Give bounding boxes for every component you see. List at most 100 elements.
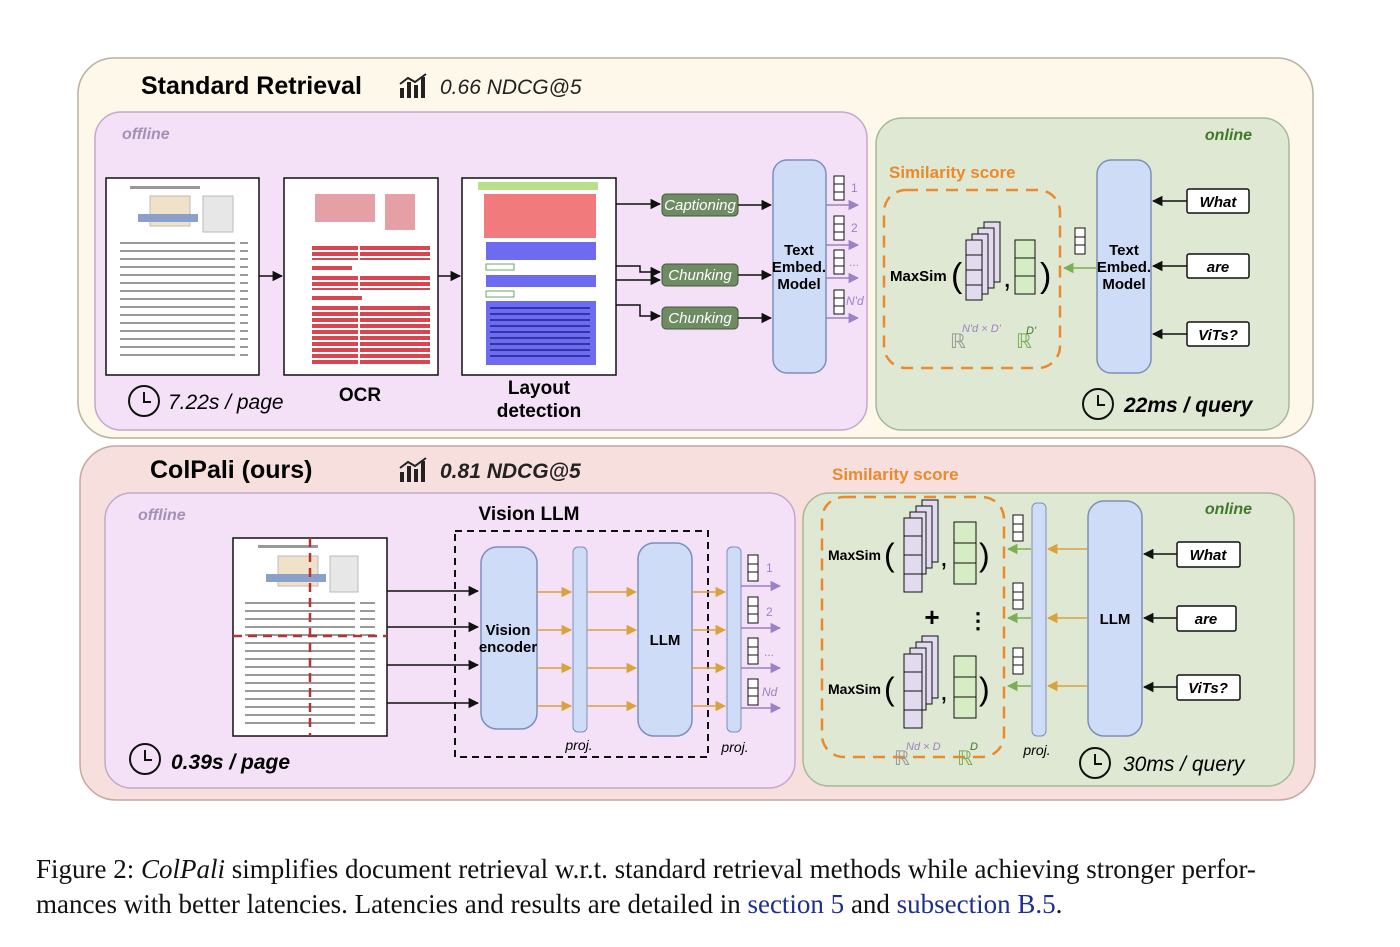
vision-llm-title: Vision LLM [479, 504, 580, 525]
caption-text-2: mances with better latencies. Latencies … [36, 889, 748, 919]
document-page [105, 177, 260, 376]
chunking-chip-2: Chunking [661, 306, 739, 330]
query-word-box: are [1176, 605, 1237, 632]
llm-query-label: LLM [1100, 611, 1131, 628]
plus-sign: + [924, 602, 939, 632]
standard-page-time: 7.22s / page [168, 391, 284, 414]
projection-layer [572, 546, 588, 733]
query-dim-label: D' [1026, 325, 1037, 337]
query-embedding [953, 655, 977, 719]
index-label: 2 [851, 221, 858, 235]
embedding-vector [747, 554, 759, 582]
section-5-link[interactable]: section 5 [747, 889, 845, 919]
index-label: 1 [851, 181, 858, 195]
proj-label: proj. [720, 739, 748, 755]
green-arrows [1006, 543, 1031, 692]
llm-label: LLM [650, 632, 681, 649]
comma: , [1003, 261, 1011, 294]
projection-layer [1031, 502, 1047, 737]
colpali-page-time: 0.39s / page [171, 751, 290, 774]
embed-online-label-1: Text [1109, 242, 1139, 259]
query-word-box: What [1176, 541, 1241, 568]
svg-text:ViTs?: ViTs? [1198, 327, 1238, 344]
embed-label-2: Embed. [772, 259, 826, 276]
document-embedding-stack [965, 221, 1001, 301]
vision-encoder-label-2: encoder [479, 639, 538, 656]
caption-prefix: Figure 2: [36, 854, 141, 884]
embedding-vector [747, 637, 759, 665]
text-embed-model-offline [772, 159, 827, 374]
svg-text:are: are [1207, 259, 1230, 276]
close-paren: ) [979, 537, 990, 573]
query-word-box: What [1186, 188, 1250, 214]
query-word-box: are [1186, 253, 1250, 279]
real-symbol: ℝ [1016, 331, 1032, 353]
svg-text:Chunking: Chunking [668, 310, 732, 327]
doc-dim-label: N'd × D' [962, 323, 1002, 335]
vision-encoder [480, 546, 538, 730]
embedding-vector [833, 175, 845, 201]
real-symbol: ℝ [894, 748, 910, 770]
comma: , [940, 675, 948, 706]
embed-online-label-2: Embed. [1097, 259, 1151, 276]
ocr-label: OCR [339, 385, 382, 406]
svg-text:What: What [1190, 547, 1228, 564]
embedding-vector [1012, 514, 1024, 542]
similarity-score-title: Similarity score [889, 163, 1016, 182]
maxsim-label: MaxSim [828, 547, 881, 563]
vertical-dots: ⋮ [967, 608, 989, 633]
llm-query-block [1087, 500, 1143, 737]
close-paren: ) [979, 671, 990, 707]
maxsim-label: MaxSim [828, 681, 881, 697]
open-paren: ( [884, 671, 895, 707]
chunking-chip-1: Chunking [661, 263, 739, 287]
colpali-query-time: 30ms / query [1123, 753, 1246, 776]
index-label: 1 [766, 561, 773, 575]
colpali-score: 0.81 NDCG@5 [440, 460, 581, 483]
chart-icon [399, 457, 427, 482]
svg-text:Captioning: Captioning [664, 197, 736, 214]
real-symbol: ℝ [957, 748, 973, 770]
close-paren: ) [1040, 257, 1051, 295]
colpali-similarity-title: Similarity score [832, 465, 959, 484]
caption-text-1: simplifies document retrieval w.r.t. sta… [225, 854, 1256, 884]
clock-icon [1079, 747, 1111, 779]
standard-title: Standard Retrieval [141, 72, 362, 100]
similarity-box [882, 188, 1062, 370]
caption-end: . [1055, 889, 1063, 919]
embedding-vector [833, 215, 845, 241]
gold-arrows [1046, 543, 1087, 692]
embedding-vector [747, 678, 759, 706]
projection-layer [726, 546, 742, 733]
chart-icon [399, 73, 427, 98]
proj-label: proj. [564, 737, 592, 753]
subsection-b5-link[interactable]: subsection B.5 [896, 889, 1056, 919]
document-embedding-stack [903, 635, 939, 729]
clock-icon [1082, 388, 1114, 420]
index-label: 2 [766, 605, 773, 619]
svg-text:ViTs?: ViTs? [1188, 680, 1228, 697]
query-embedding [953, 521, 977, 585]
svg-text:are: are [1195, 611, 1218, 628]
caption-and: and [844, 889, 897, 919]
standard-score: 0.66 NDCG@5 [440, 76, 582, 99]
standard-offline-label: offline [122, 126, 170, 143]
gold-arrows [537, 586, 727, 712]
embed-online-label-3: Model [1102, 276, 1145, 293]
standard-query-time: 22ms / query [1123, 394, 1254, 417]
ocr-page [283, 177, 439, 376]
vision-llm-box [454, 530, 709, 758]
vision-encoder-label-1: Vision [486, 622, 531, 639]
embedding-vector [1012, 647, 1024, 675]
embedding-vector [833, 289, 845, 315]
index-label: ... [849, 255, 859, 269]
standard-online-panel [875, 117, 1290, 431]
llm-block [637, 542, 693, 737]
embedding-vector [747, 596, 759, 624]
layout-label-2: detection [497, 401, 581, 422]
clock-icon [129, 743, 161, 775]
colpali-diagram: Standard Retrieval 0.66 NDCG@5 offline [77, 57, 1316, 801]
embedding-vector [1074, 227, 1086, 255]
layout-page [461, 177, 617, 376]
index-label: ... [764, 645, 774, 659]
